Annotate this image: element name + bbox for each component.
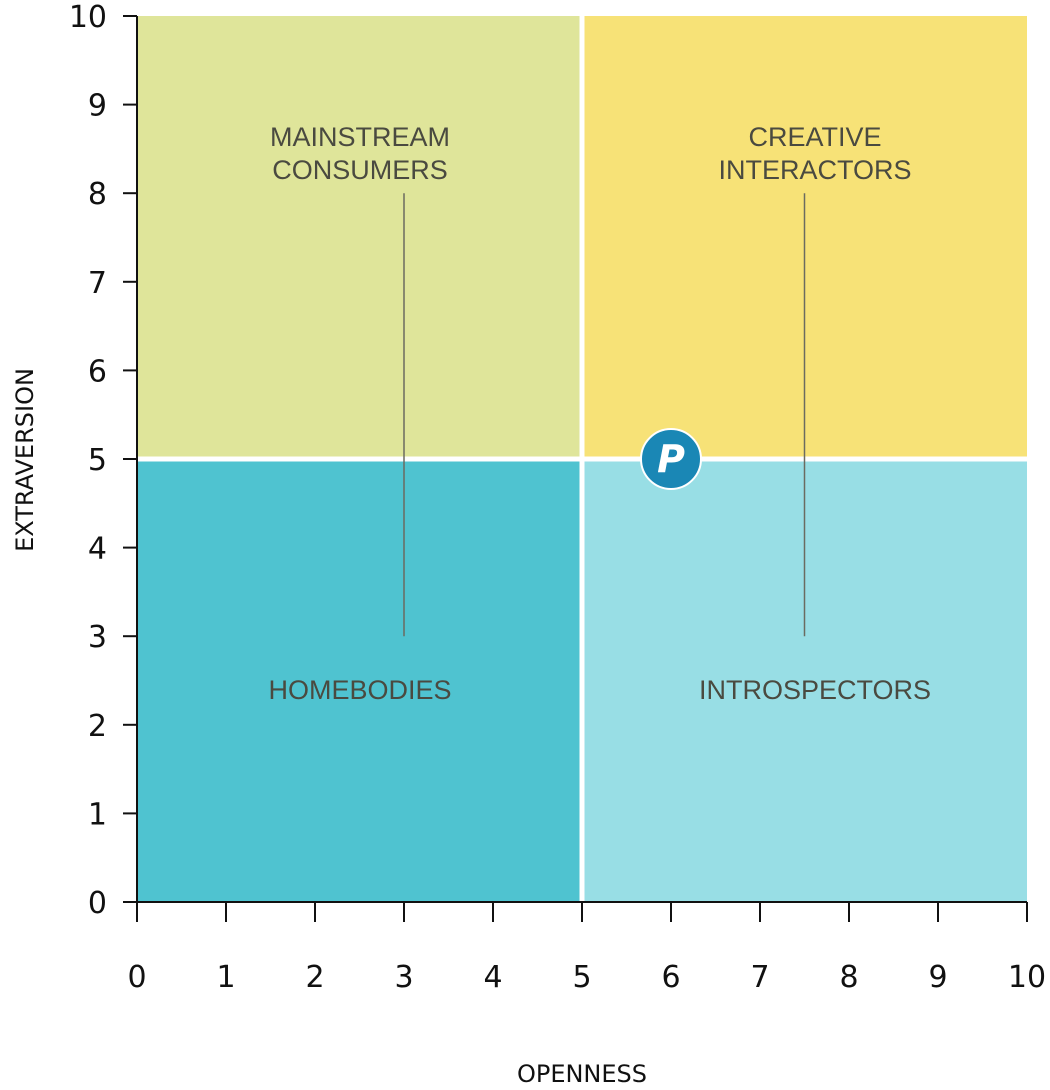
x-tick-label: 6 xyxy=(661,960,680,995)
quadrant-label-line: HOMEBODIES xyxy=(268,675,451,705)
data-point-marker: P xyxy=(640,428,702,490)
x-tick-label: 5 xyxy=(572,960,591,995)
x-axis-title: OPENNESS xyxy=(517,1060,647,1088)
y-tick-label: 0 xyxy=(88,886,107,921)
x-tick-label: 3 xyxy=(394,960,413,995)
y-tick-label: 4 xyxy=(88,532,107,567)
quadrant-label-homebodies: HOMEBODIES xyxy=(268,675,451,705)
quadrant-label-line: CONSUMERS xyxy=(272,155,448,185)
quadrant-label-line: INTERACTORS xyxy=(718,155,911,185)
marker-circle xyxy=(640,428,702,490)
y-tick-label: 8 xyxy=(88,177,107,212)
x-tick-label: 7 xyxy=(750,960,769,995)
x-tick-label: 2 xyxy=(305,960,324,995)
connector-lines xyxy=(403,193,806,637)
quadrant-label-line: INTROSPECTORS xyxy=(699,675,931,705)
x-tick-label: 1 xyxy=(216,960,235,995)
y-tick-label: 7 xyxy=(88,266,107,301)
x-tick-label: 10 xyxy=(1008,960,1046,995)
y-tick-label: 5 xyxy=(88,443,107,478)
quadrant-label-introspectors: INTROSPECTORS xyxy=(699,675,931,705)
quadrant-label-line: MAINSTREAM xyxy=(270,122,450,152)
y-tick-label: 1 xyxy=(88,797,107,832)
data-points: P xyxy=(640,428,702,490)
y-tick-label: 2 xyxy=(88,709,107,744)
quadrant-homebodies xyxy=(137,459,582,902)
marker-letter: P xyxy=(657,437,685,481)
x-tick-label: 0 xyxy=(127,960,146,995)
quadrant-label-line: CREATIVE xyxy=(748,122,881,152)
x-tick-label: 9 xyxy=(928,960,947,995)
x-tick-label: 8 xyxy=(839,960,858,995)
y-tick-label: 9 xyxy=(88,89,107,124)
axes: 0 1 2 3 4 5 6 7 8 9 10 0 1 2 3 4 5 6 7 8 9 10 xyxy=(69,0,1046,995)
x-tick-label: 4 xyxy=(483,960,502,995)
y-axis-title: EXTRAVERSION xyxy=(11,368,39,552)
quadrant-dividers xyxy=(137,16,1027,902)
y-tick-label: 6 xyxy=(88,354,107,389)
y-tick-label: 10 xyxy=(69,0,107,35)
y-tick-label: 3 xyxy=(88,620,107,655)
quadrant-mainstream-consumers xyxy=(137,16,582,459)
